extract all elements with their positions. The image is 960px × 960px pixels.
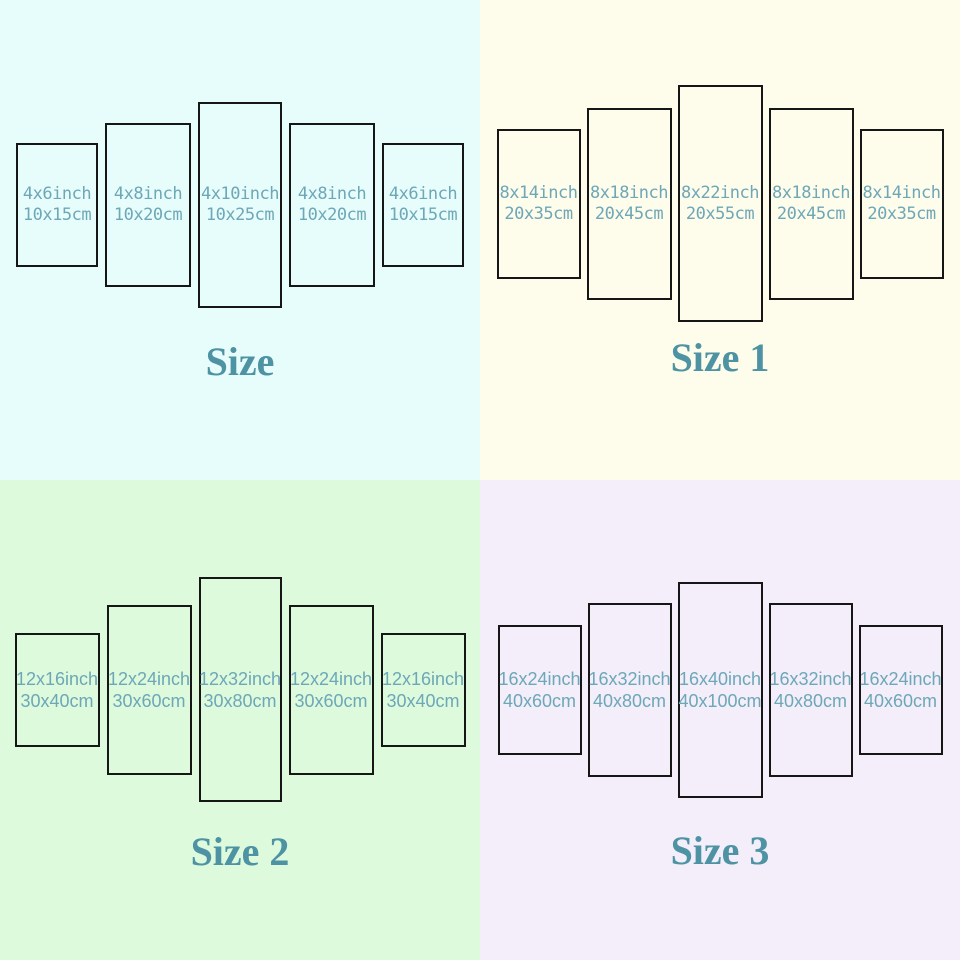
panel-size-label: 4x6inch 10x15cm — [388, 184, 458, 226]
canvas-panel: 12x16inch 30x40cm — [380, 632, 466, 747]
canvas-panel: 12x24inch 30x60cm — [106, 604, 192, 775]
quadrant-size-3: 16x24inch 40x60cm 16x32inch 40x80cm 16x4… — [480, 480, 960, 960]
panel-size-inch: 4x10inch — [201, 184, 279, 204]
panel-size-cm: 40x60cm — [863, 691, 938, 711]
canvas-panel: 16x32inch 40x80cm — [587, 603, 672, 777]
panel-size-label: 8x14inch 20x35cm — [500, 183, 578, 225]
panel-size-label: 12x32inch 30x80cm — [199, 668, 281, 712]
panel-size-label: 16x32inch 40x80cm — [769, 668, 851, 712]
panel-size-inch: 4x8inch — [113, 184, 183, 204]
quadrant-title: Size 1 — [670, 335, 770, 380]
panel-size-cm: 30x80cm — [203, 690, 277, 711]
panel-size-cm: 10x20cm — [113, 205, 183, 225]
canvas-panel: 16x24inch 40x60cm — [858, 625, 943, 755]
panel-size-inch: 12x24inch — [107, 668, 191, 689]
panel-row: 12x16inch 30x40cm 12x24inch 30x60cm 12x3… — [0, 577, 480, 802]
canvas-panel: 8x18inch 20x45cm — [586, 107, 672, 300]
panel-size-inch: 8x14inch — [862, 182, 941, 203]
panel-size-label: 4x10inch 10x25cm — [201, 184, 279, 226]
panel-size-inch: 4x6inch — [388, 184, 458, 204]
panel-size-label: 12x16inch 30x40cm — [382, 668, 464, 712]
panel-size-inch: 8x18inch — [772, 182, 850, 203]
panel-size-label: 8x14inch 20x35cm — [863, 183, 941, 225]
panel-size-label: 12x24inch 30x60cm — [290, 668, 372, 712]
panel-size-cm: 40x80cm — [592, 691, 667, 711]
panel-size-inch: 16x40inch — [678, 669, 762, 689]
panel-size-label: 8x18inch 20x45cm — [590, 183, 668, 225]
canvas-panel: 4x8inch 10x20cm — [105, 123, 191, 287]
quadrant-title: Size — [205, 339, 275, 384]
canvas-panel: 16x24inch 40x60cm — [497, 625, 582, 755]
panel-size-cm: 30x40cm — [386, 690, 460, 711]
panel-size-inch: 12x24inch — [289, 668, 373, 689]
panel-size-cm: 10x15cm — [22, 205, 92, 225]
panel-size-label: 16x24inch 40x60cm — [498, 668, 580, 712]
canvas-panel: 8x14inch 20x35cm — [496, 128, 581, 279]
canvas-panel: 4x8inch 10x20cm — [289, 123, 375, 287]
panel-size-label: 16x32inch 40x80cm — [588, 668, 670, 712]
canvas-panel: 4x6inch 10x15cm — [382, 143, 464, 267]
quadrant-title: Size 3 — [670, 828, 770, 873]
canvas-panel: 16x32inch 40x80cm — [768, 603, 853, 777]
panel-size-inch: 12x16inch — [15, 668, 99, 689]
canvas-panel: 16x40inch 40x100cm — [677, 582, 763, 798]
quadrant-size: 4x6inch 10x15cm 4x8inch 10x20cm 4x10inch… — [0, 0, 480, 480]
panel-size-inch: 4x6inch — [22, 184, 92, 204]
panel-size-inch: 8x14inch — [499, 182, 578, 203]
panel-size-cm: 30x60cm — [112, 690, 186, 711]
panel-size-label: 16x40inch 40x100cm — [678, 668, 761, 712]
panel-size-label: 8x18inch 20x45cm — [772, 183, 850, 225]
canvas-panel: 8x18inch 20x45cm — [768, 107, 854, 300]
panel-size-label: 4x8inch 10x20cm — [113, 184, 183, 226]
panel-size-cm: 20x55cm — [685, 203, 755, 224]
panel-size-cm: 40x80cm — [773, 691, 848, 711]
panel-size-inch: 4x8inch — [297, 184, 367, 204]
panel-size-inch: 16x32inch — [769, 669, 852, 689]
panel-size-cm: 20x35cm — [867, 203, 936, 224]
quadrant-size-2: 12x16inch 30x40cm 12x24inch 30x60cm 12x3… — [0, 480, 480, 960]
panel-row: 16x24inch 40x60cm 16x32inch 40x80cm 16x4… — [480, 582, 960, 798]
quadrant-size-1: 8x14inch 20x35cm 8x18inch 20x45cm 8x22in… — [480, 0, 960, 480]
panel-size-inch: 12x16inch — [381, 668, 465, 689]
panel-size-cm: 30x60cm — [294, 690, 368, 711]
panel-row: 4x6inch 10x15cm 4x8inch 10x20cm 4x10inch… — [0, 102, 480, 308]
panel-size-label: 4x8inch 10x20cm — [297, 184, 367, 226]
panel-size-label: 12x16inch 30x40cm — [16, 668, 98, 712]
panel-size-cm: 20x45cm — [594, 203, 664, 224]
panel-size-cm: 30x40cm — [20, 690, 94, 711]
panel-row: 8x14inch 20x35cm 8x18inch 20x45cm 8x22in… — [480, 85, 960, 322]
panel-size-inch: 8x22inch — [681, 182, 759, 203]
canvas-panel: 4x6inch 10x15cm — [16, 143, 98, 267]
panel-size-cm: 10x15cm — [388, 205, 458, 225]
panel-size-cm: 10x25cm — [205, 205, 275, 225]
panel-size-inch: 16x24inch — [498, 669, 581, 689]
canvas-panel: 12x24inch 30x60cm — [288, 604, 374, 775]
panel-size-cm: 10x20cm — [297, 205, 367, 225]
panel-size-inch: 16x32inch — [588, 669, 671, 689]
panel-size-inch: 8x18inch — [590, 182, 668, 203]
panel-size-inch: 12x32inch — [198, 668, 282, 689]
canvas-panel: 12x32inch 30x80cm — [198, 577, 282, 802]
canvas-panel: 8x22inch 20x55cm — [677, 85, 763, 322]
panel-size-cm: 20x45cm — [776, 203, 846, 224]
panel-size-label: 8x22inch 20x55cm — [681, 183, 759, 225]
canvas-panel: 4x10inch 10x25cm — [198, 102, 282, 308]
panel-size-cm: 20x35cm — [504, 203, 573, 224]
panel-size-label: 12x24inch 30x60cm — [108, 668, 190, 712]
canvas-panel: 8x14inch 20x35cm — [859, 128, 944, 279]
panel-size-cm: 40x100cm — [678, 691, 762, 711]
panel-size-label: 16x24inch 40x60cm — [859, 668, 941, 712]
quadrant-title: Size 2 — [190, 829, 290, 874]
panel-size-label: 4x6inch 10x15cm — [22, 184, 92, 226]
panel-size-inch: 16x24inch — [859, 669, 942, 689]
panel-size-cm: 40x60cm — [502, 691, 577, 711]
canvas-panel: 12x16inch 30x40cm — [14, 632, 100, 747]
